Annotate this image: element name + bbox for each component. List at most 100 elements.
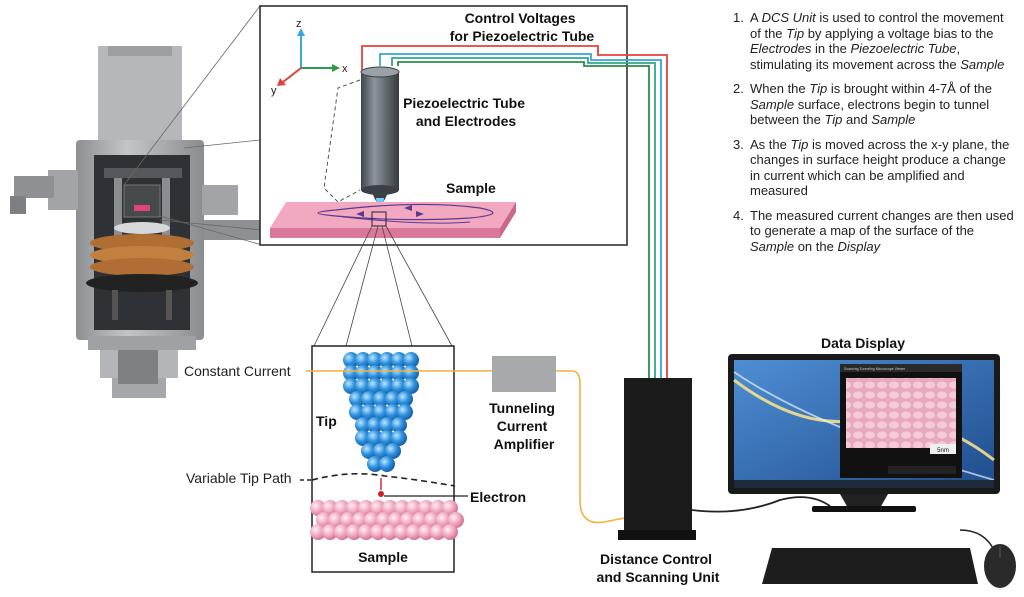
step-term: Piezoelectric Tube <box>850 41 957 56</box>
sample-atom <box>448 512 464 528</box>
tip-atom <box>391 417 407 433</box>
tip-atom <box>355 378 371 394</box>
tip-atom <box>367 456 383 472</box>
amplifier-to-dcs-wire <box>556 370 625 524</box>
step-term: DCS Unit <box>761 10 816 25</box>
tip-atom <box>379 456 395 472</box>
step-term: Sample <box>750 96 795 112</box>
variable-tip-path-label: Variable Tip Path <box>186 470 292 486</box>
sample-atom <box>406 524 422 540</box>
step-text: The measured current changes are then us… <box>750 207 1014 239</box>
tip-atom <box>391 352 407 368</box>
tip-atom <box>367 430 383 446</box>
amplifier-label: Tunneling Current Amplifier <box>489 400 559 452</box>
step-number: 3. <box>733 136 744 152</box>
display-cable <box>691 496 831 513</box>
step-text: surface, electrons begin to tunnel betwe… <box>750 96 990 128</box>
sample-atom <box>442 524 458 540</box>
step-item: 2.When the Tip is brought within 4-7Å of… <box>733 81 1018 128</box>
step-term: Tip <box>809 81 828 96</box>
step-term: Tip <box>824 112 843 127</box>
tip-atom <box>367 378 383 394</box>
tip-atom <box>343 378 359 394</box>
sample-atom <box>400 512 416 528</box>
tip-atom <box>367 365 383 381</box>
tip-atoms <box>343 352 419 472</box>
axes-gizmo <box>277 28 340 86</box>
tip-atom <box>403 352 419 368</box>
step-term: Sample <box>871 112 916 127</box>
data-display-label: Data Display <box>821 335 905 351</box>
tube-deflection-dashed <box>323 79 361 203</box>
step-term: Display <box>837 238 881 254</box>
tip-atom <box>367 417 383 433</box>
variable-tip-path <box>311 472 456 487</box>
sample-atom <box>310 524 326 540</box>
blue-wire <box>379 53 662 380</box>
sample-atom <box>436 512 452 528</box>
piezo-tube-label: Piezoelectric Tube and Electrodes <box>403 95 529 129</box>
tip-atom <box>403 378 419 394</box>
sample-atom <box>352 512 368 528</box>
viewer-window-title: Scanning Tunneling Microscope Viewer <box>844 367 906 371</box>
sample-atom <box>334 524 350 540</box>
step-item: 1.A DCS Unit is used to control the move… <box>733 10 1018 72</box>
stm-viewer-window <box>840 364 962 478</box>
step-text: on the <box>794 238 838 254</box>
mouse <box>984 544 1016 588</box>
tip-atom <box>379 417 395 433</box>
sample-atom <box>358 500 374 516</box>
process-steps: 1.A DCS Unit is used to control the move… <box>733 10 1018 263</box>
step-term: Electrodes <box>750 41 812 56</box>
tip-atom <box>355 417 371 433</box>
sample-atom <box>412 512 428 528</box>
sample-atom <box>340 512 356 528</box>
tip-atom <box>361 391 377 407</box>
sample-atom <box>346 500 362 516</box>
axis-z-label: z <box>296 18 302 30</box>
sample-atom <box>370 524 386 540</box>
tip-atom <box>361 404 377 420</box>
tip-atom <box>379 365 395 381</box>
sample-atom <box>442 500 458 516</box>
sample-atom <box>418 500 434 516</box>
keyboard <box>762 548 978 584</box>
control-voltage-wires <box>361 45 668 380</box>
sample-atom <box>334 500 350 516</box>
sample-atom <box>322 524 338 540</box>
step-text: When the <box>750 81 810 96</box>
sample-slab <box>270 202 516 238</box>
sample-atom <box>406 500 422 516</box>
tip-atom <box>367 352 383 368</box>
tip-atom <box>385 404 401 420</box>
tip-atom <box>355 430 371 446</box>
step-term: Sample <box>750 238 795 254</box>
tip-atom <box>385 391 401 407</box>
tip-atom <box>391 430 407 446</box>
step-text: by applying a voltage bias to the <box>804 25 994 41</box>
axis-y-label: y <box>271 85 277 97</box>
sample-atom <box>328 512 344 528</box>
tip-atom <box>373 443 389 459</box>
electron-dot <box>378 491 384 497</box>
sample-atom <box>358 524 374 540</box>
tip-atom <box>403 365 419 381</box>
sample-atom <box>376 512 392 528</box>
piezoelectric-tube <box>360 66 400 205</box>
sample-atom <box>430 500 446 516</box>
tip-atom <box>349 404 365 420</box>
sample-atom <box>346 524 362 540</box>
tip-atom <box>379 352 395 368</box>
tip-atom <box>379 430 395 446</box>
sample-atoms <box>310 500 464 540</box>
sample-atom <box>364 512 380 528</box>
axis-x-label: x <box>342 63 348 75</box>
control-voltages-title: Control Voltages for Piezoelectric Tube <box>450 10 595 44</box>
tip-label: Tip <box>316 413 337 429</box>
step-text: is moved across the x-y plane, the chang… <box>750 136 1010 199</box>
tip-atom <box>373 391 389 407</box>
tip-atom <box>349 391 365 407</box>
step-text: is brought within 4-7Å of the <box>827 81 992 96</box>
teal-wire <box>391 57 656 380</box>
step-text: in the <box>811 41 851 56</box>
